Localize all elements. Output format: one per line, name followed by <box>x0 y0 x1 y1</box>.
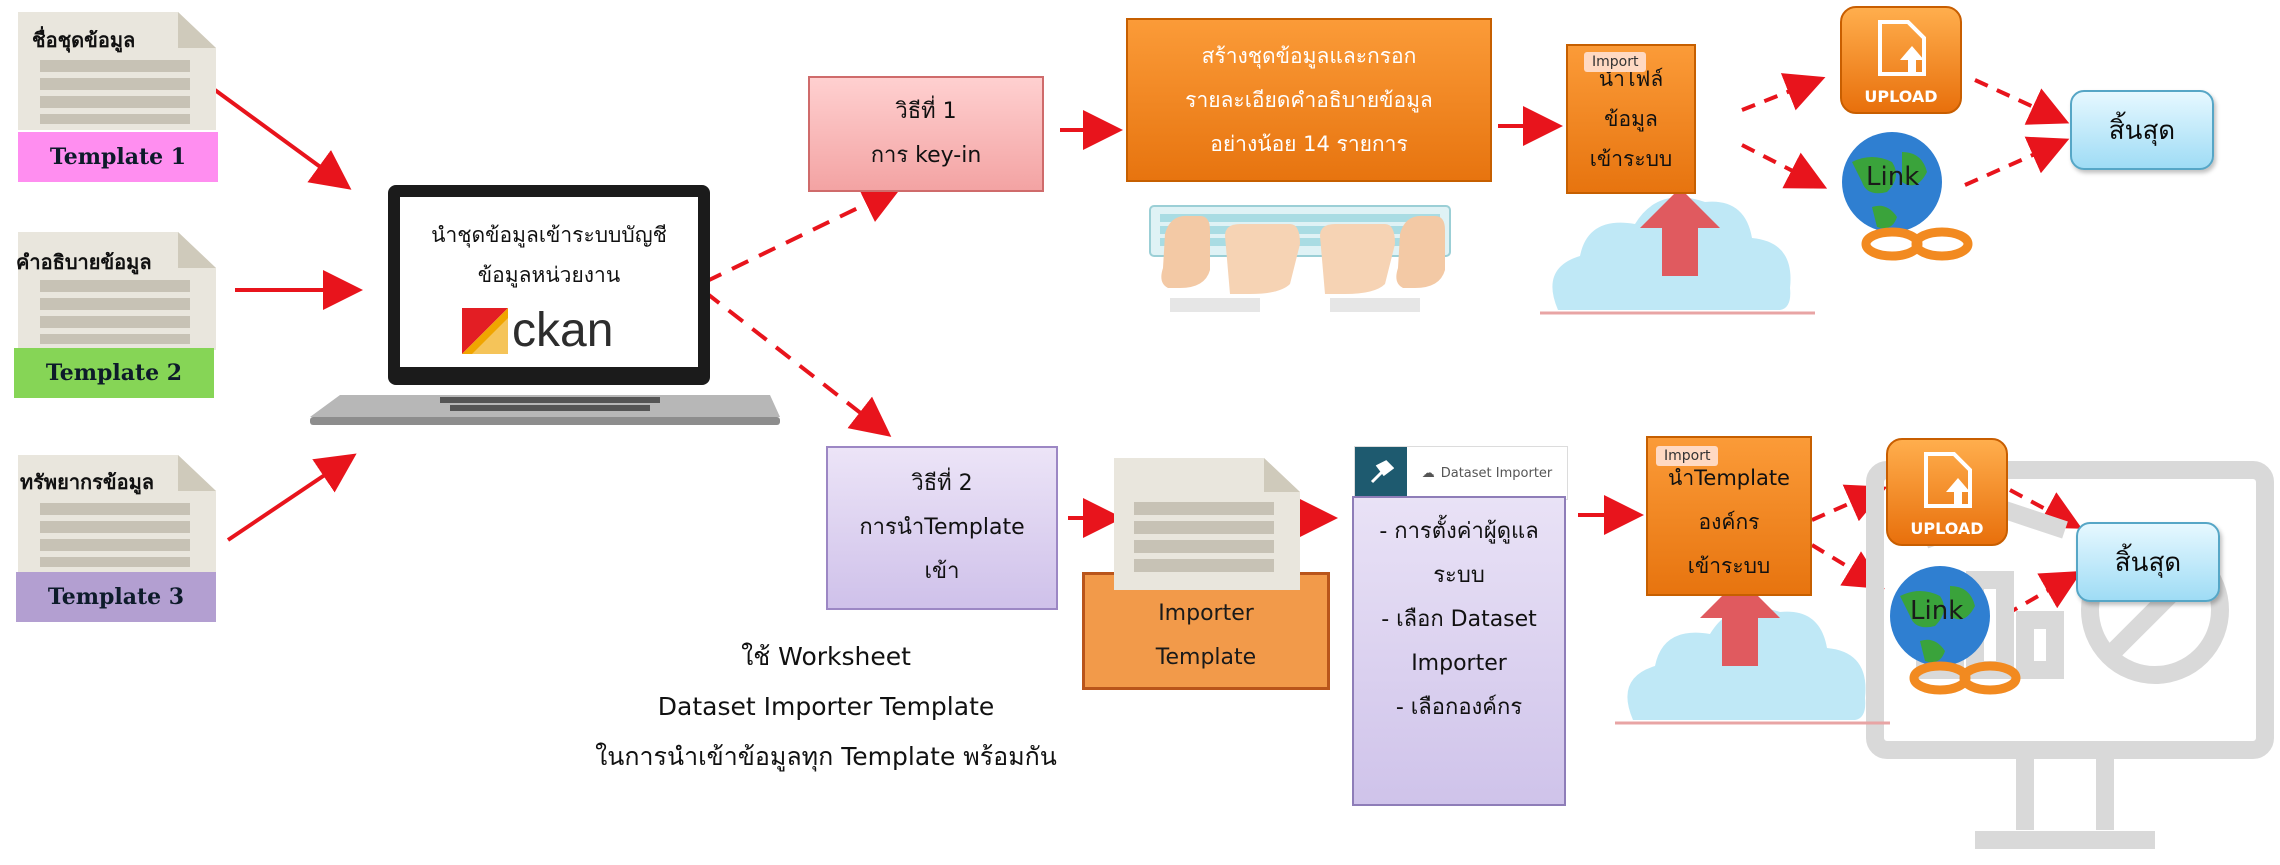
ckan-logo-text: ckan <box>512 304 614 357</box>
arrow-template3-laptop <box>226 453 357 542</box>
worksheet-caption: ใช้ Worksheet Dataset Importer Template … <box>566 632 1086 782</box>
document-icon <box>18 232 216 350</box>
create-line3: อย่างน้อย 14 รายการ <box>1210 132 1408 156</box>
file-upload-icon <box>1878 20 1926 76</box>
upload-button-top: UPLOAD <box>1840 6 1962 114</box>
importer-template-line2: Template <box>1155 645 1257 670</box>
end-box-top: สิ้นสุด <box>2070 90 2214 170</box>
method-1-subtitle: การ key-in <box>870 143 982 168</box>
import-top-tag: Import <box>1584 52 1647 72</box>
dataset-importer-steps: - การตั้งค่าผู้ดูแล ระบบ - เลือก Dataset… <box>1352 496 1566 806</box>
dataset-step-line3: - เลือก Dataset <box>1381 607 1537 632</box>
method-2-line3: เข้า <box>924 559 960 584</box>
template-2-doc-label: คำอธิบายข้อมูล <box>16 250 152 274</box>
keyboard-typing-icon <box>1149 205 1451 312</box>
arrow-import-upload <box>1741 73 1826 112</box>
arrow-template1-laptop <box>213 88 352 190</box>
upload-label-top: UPLOAD <box>1864 87 1938 106</box>
document-icon <box>18 12 216 130</box>
hammer-icon <box>1355 447 1407 499</box>
caption-line1: ใช้ Worksheet <box>741 642 911 671</box>
method-2-line2: การนำTemplate <box>859 515 1025 540</box>
importer-template-line1: Importer <box>1158 601 1254 626</box>
link-label-bottom: Link <box>1910 596 1964 626</box>
cloud-icon: ☁ <box>1421 465 1435 481</box>
link-globe-top: Link <box>1832 132 1982 262</box>
importer-template-box: Importer Template <box>1082 572 1330 690</box>
import-bottom-line2: องค์กร <box>1698 510 1760 534</box>
create-line2: รายละเอียดคำอธิบายข้อมูล <box>1185 88 1433 112</box>
link-label-top: Link <box>1866 162 1920 192</box>
laptop-line1: นำชุดข้อมูลเข้าระบบบัญชี <box>431 223 667 247</box>
caption-line2: Dataset Importer Template <box>657 692 995 721</box>
cloud-upload-icon <box>1540 188 1815 315</box>
dataset-importer-tab: ☁ Dataset Importer <box>1407 447 1567 499</box>
caption-line3: ในการนำเข้าข้อมูลทุก Template พร้อมกัน <box>595 742 1057 771</box>
template-3-doc-label: ทรัพยากรข้อมูล <box>20 470 155 494</box>
arrow-laptop-method2 <box>703 290 892 437</box>
arrow-import-link <box>1741 143 1828 189</box>
dataset-step-line5: - เลือกองค์กร <box>1395 695 1523 720</box>
create-line1: สร้างชุดข้อมูลและกรอก <box>1201 44 1417 68</box>
method-2-title: วิธีที่ 2 <box>911 471 973 496</box>
ckan-logo: ckan <box>462 304 614 357</box>
import-bottom-tag: Import <box>1656 446 1719 466</box>
import-bottom-line3: เข้าระบบ <box>1687 554 1771 578</box>
arrow-link-end <box>1964 136 2070 187</box>
import-top-line2: ข้อมูล <box>1604 107 1658 131</box>
laptop-line2: ข้อมูลหน่วยงาน <box>477 263 621 287</box>
link-globe-bottom: Link <box>1880 566 2030 696</box>
method-1-box: วิธีที่ 1 การ key-in <box>808 76 1044 192</box>
dataset-step-line1: - การตั้งค่าผู้ดูแล <box>1379 519 1539 544</box>
template-1-doc-label: ชื่อชุดข้อมูล <box>32 28 136 52</box>
laptop-text: นำชุดข้อมูลเข้าระบบบัญชี ข้อมูลหน่วยงาน <box>400 215 698 295</box>
import-bottom-line1: นำTemplate <box>1668 466 1790 490</box>
import-bottom-box: นำTemplate องค์กร เข้าระบบ <box>1646 436 1812 596</box>
arrow-upload2-end <box>2009 488 2083 529</box>
upload-label-bottom: UPLOAD <box>1910 519 1984 538</box>
file-upload-icon <box>1924 452 1972 508</box>
dataset-importer-header: ☁ Dataset Importer <box>1354 446 1568 500</box>
document-icon <box>18 455 216 573</box>
globe-link-icon <box>1842 132 1973 261</box>
globe-link-icon <box>1890 566 2021 695</box>
arrow-laptop-method1 <box>704 185 903 284</box>
template-3-label: Template 3 <box>16 572 216 622</box>
method-1-title: วิธีที่ 1 <box>895 99 957 124</box>
arrow-link2-end <box>2004 571 2082 617</box>
ckan-logo-icon <box>462 308 508 354</box>
document-icon <box>1114 458 1300 590</box>
upload-button-bottom: UPLOAD <box>1886 438 2008 546</box>
arrow-import2-link <box>1810 543 1885 590</box>
cloud-upload-icon <box>1615 578 1890 725</box>
template-2-label: Template 2 <box>14 348 214 398</box>
dataset-step-line2: ระบบ <box>1433 563 1485 588</box>
arrow-upload-end <box>1974 78 2070 125</box>
import-top-line3: เข้าระบบ <box>1589 147 1673 171</box>
dataset-step-line4: Importer <box>1411 651 1507 676</box>
create-dataset-box: สร้างชุดข้อมูลและกรอก รายละเอียดคำอธิบาย… <box>1126 18 1492 182</box>
template-1-label: Template 1 <box>18 132 218 182</box>
end-box-bottom: สิ้นสุด <box>2076 522 2220 602</box>
dataset-importer-header-label: Dataset Importer <box>1440 465 1553 481</box>
method-2-box: วิธีที่ 2 การนำTemplate เข้า <box>826 446 1058 610</box>
